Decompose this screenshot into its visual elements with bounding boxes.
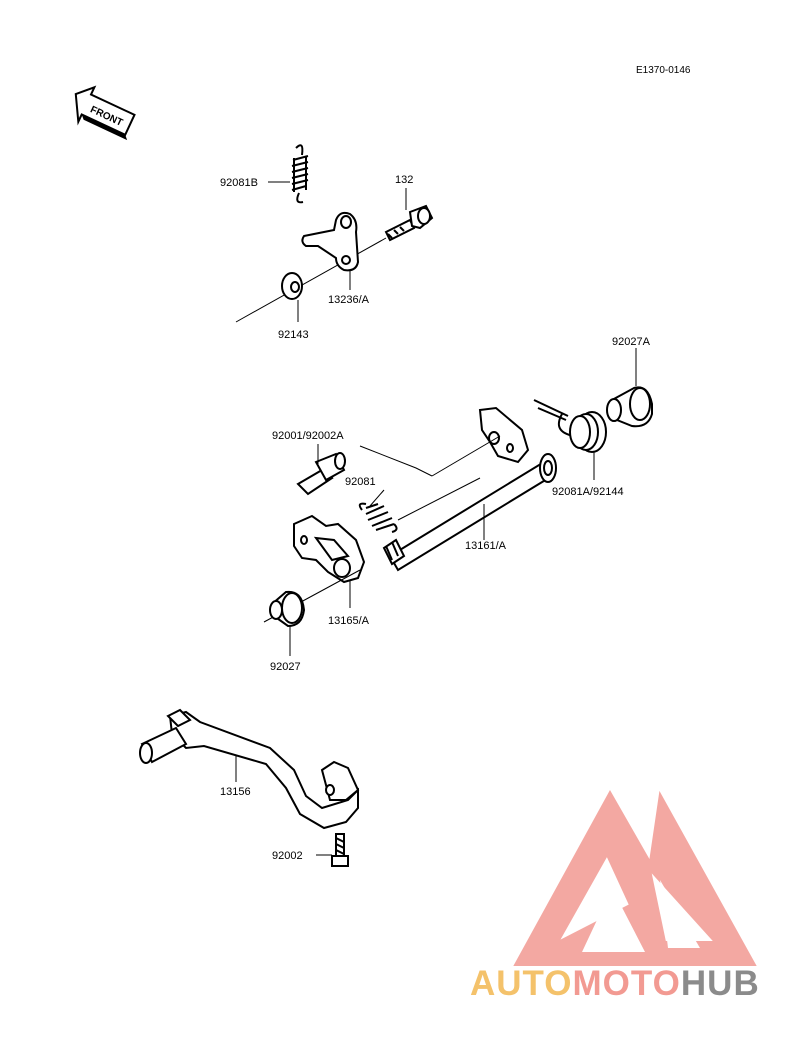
plate-13236a-icon bbox=[301, 211, 360, 272]
label-92001-92002a: 92001/92002A bbox=[272, 430, 344, 442]
label-13165a: 13165/A bbox=[328, 615, 370, 627]
pin-92001-icon bbox=[296, 452, 346, 496]
shift-arm-plate-icon bbox=[478, 406, 530, 464]
label-92081a-92144: 92081A/92144 bbox=[552, 486, 624, 498]
lever-plate-13165a-icon bbox=[293, 514, 366, 584]
spring-92081b-icon bbox=[291, 144, 309, 204]
label-132: 132 bbox=[395, 174, 413, 186]
label-92081b: 92081B bbox=[220, 177, 258, 189]
bolt-132-icon bbox=[384, 204, 434, 242]
spring-92081-icon bbox=[358, 502, 398, 533]
shaft-13161a-icon bbox=[382, 453, 557, 572]
washer-92143-icon bbox=[281, 272, 303, 300]
label-92143: 92143 bbox=[278, 329, 309, 341]
watermark-moto: MOTO bbox=[573, 964, 681, 1003]
watermark-wordmark: AUTOMOTOHUB bbox=[470, 964, 760, 1003]
label-13236a: 13236/A bbox=[328, 294, 370, 306]
watermark-auto: AUTO bbox=[470, 964, 573, 1003]
label-92027a: 92027A bbox=[612, 336, 651, 348]
label-92002: 92002 bbox=[272, 850, 303, 862]
label-92027: 92027 bbox=[270, 661, 301, 673]
diagram-code: E1370-0146 bbox=[636, 65, 691, 76]
shift-pedal-13156-icon bbox=[139, 708, 360, 830]
label-92081: 92081 bbox=[345, 476, 376, 488]
bushing-92027a-icon bbox=[606, 386, 653, 428]
label-13161a: 13161/A bbox=[465, 540, 507, 552]
watermark-logo-icon bbox=[513, 789, 757, 966]
svg-text:AUTOMOTOHUB: AUTOMOTOHUB bbox=[470, 964, 760, 1003]
front-arrow-icon: FRONT bbox=[74, 85, 136, 141]
watermark-hub: HUB bbox=[681, 964, 760, 1003]
torsion-spring-92081a-icon bbox=[533, 399, 607, 453]
bushing-92027-icon bbox=[269, 590, 306, 628]
bolt-92002-icon bbox=[331, 833, 349, 867]
label-13156: 13156 bbox=[220, 786, 251, 798]
